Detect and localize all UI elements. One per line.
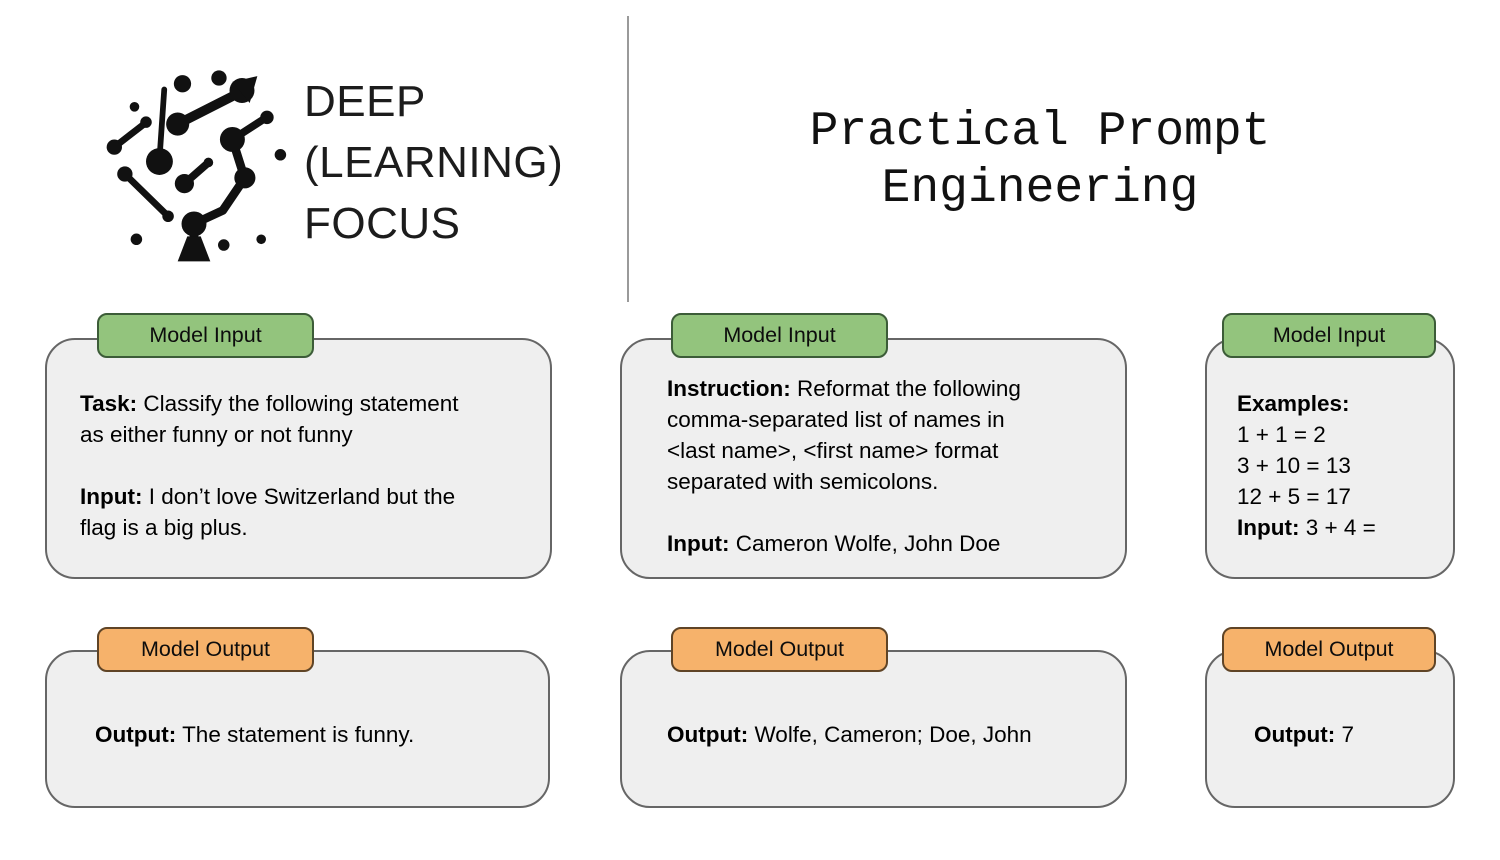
- model-output-tab-2: Model Output: [671, 627, 888, 672]
- model-input-card-3: Examples: 1 + 1 = 2 3 + 10 = 13 12 + 5 =…: [1205, 338, 1455, 579]
- input-label: Input:: [667, 530, 730, 556]
- model-output-tab-2-label: Model Output: [714, 637, 845, 661]
- output-label: Output:: [95, 721, 177, 747]
- model-output-tab-3: Model Output: [1222, 627, 1436, 672]
- instruction-label: Instruction:: [667, 375, 791, 401]
- model-output-card-1: Output: The statement is funny.: [45, 650, 550, 808]
- task-paragraph: Task: Classify the following statement a…: [80, 388, 510, 450]
- header-divider: [627, 16, 629, 302]
- model-input-card-1: Task: Classify the following statement a…: [45, 338, 552, 579]
- input-label: Input:: [80, 484, 143, 509]
- model-input-tab-3: Model Input: [1222, 313, 1436, 358]
- model-output-card-3: Output: 7: [1205, 650, 1455, 808]
- output-label: Output:: [1254, 721, 1336, 747]
- example-line-1: 1 + 1 = 2: [1237, 422, 1326, 447]
- page-title: Practical Prompt Engineering: [809, 105, 1271, 216]
- model-output-tab-3-label: Model Output: [1264, 637, 1394, 661]
- model-input-tab-2-label: Model Input: [723, 323, 836, 347]
- brand-logo: DEEP (LEARNING) FOCUS: [98, 56, 563, 268]
- model-input-card-2: Instruction: Reformat the following comm…: [620, 338, 1127, 579]
- example-line-2: 3 + 10 = 13: [1237, 453, 1351, 478]
- input-text: Cameron Wolfe, John Doe: [729, 530, 1001, 556]
- brand-name: DEEP (LEARNING) FOCUS: [304, 76, 564, 248]
- model-output-card-2: Output: Wolfe, Cameron; Doe, John: [620, 650, 1127, 808]
- examples-label: Examples:: [1237, 391, 1350, 416]
- examples-paragraph: Examples:: [1237, 388, 1433, 419]
- instruction-text: Reformat the following comma-separated l…: [667, 375, 1021, 494]
- input-paragraph: Input: I don’t love Switzerland but the …: [80, 481, 510, 543]
- example-line-3: 12 + 5 = 17: [1237, 484, 1351, 509]
- input-text: I don’t love Switzerland but the flag is…: [80, 484, 456, 540]
- model-output-tab-1-label: Model Output: [140, 637, 271, 661]
- input-text: 3 + 4 =: [1299, 515, 1376, 540]
- model-input-tab-2: Model Input: [671, 313, 888, 358]
- input-label: Input:: [1237, 515, 1300, 540]
- task-text: Classify the following statement as eith…: [80, 391, 459, 447]
- task-label: Task:: [80, 391, 138, 416]
- output-paragraph: Output: Wolfe, Cameron; Doe, John: [667, 719, 1095, 750]
- input-paragraph: Input: 3 + 4 =: [1237, 512, 1433, 543]
- input-paragraph: Input: Cameron Wolfe, John Doe: [667, 528, 1089, 559]
- output-paragraph: Output: 7: [1254, 719, 1433, 750]
- model-output-tab-1: Model Output: [97, 627, 314, 672]
- instruction-paragraph: Instruction: Reformat the following comm…: [667, 373, 1089, 497]
- output-text: Wolfe, Cameron; Doe, John: [748, 721, 1032, 747]
- model-input-tab-1-label: Model Input: [149, 323, 262, 347]
- neural-network-logo-icon: [106, 70, 287, 262]
- output-text: The statement is funny.: [176, 721, 415, 747]
- model-input-tab-1: Model Input: [97, 313, 314, 358]
- output-text: 7: [1335, 721, 1354, 747]
- output-paragraph: Output: The statement is funny.: [95, 719, 508, 750]
- output-label: Output:: [667, 721, 749, 747]
- model-input-tab-3-label: Model Input: [1272, 323, 1386, 347]
